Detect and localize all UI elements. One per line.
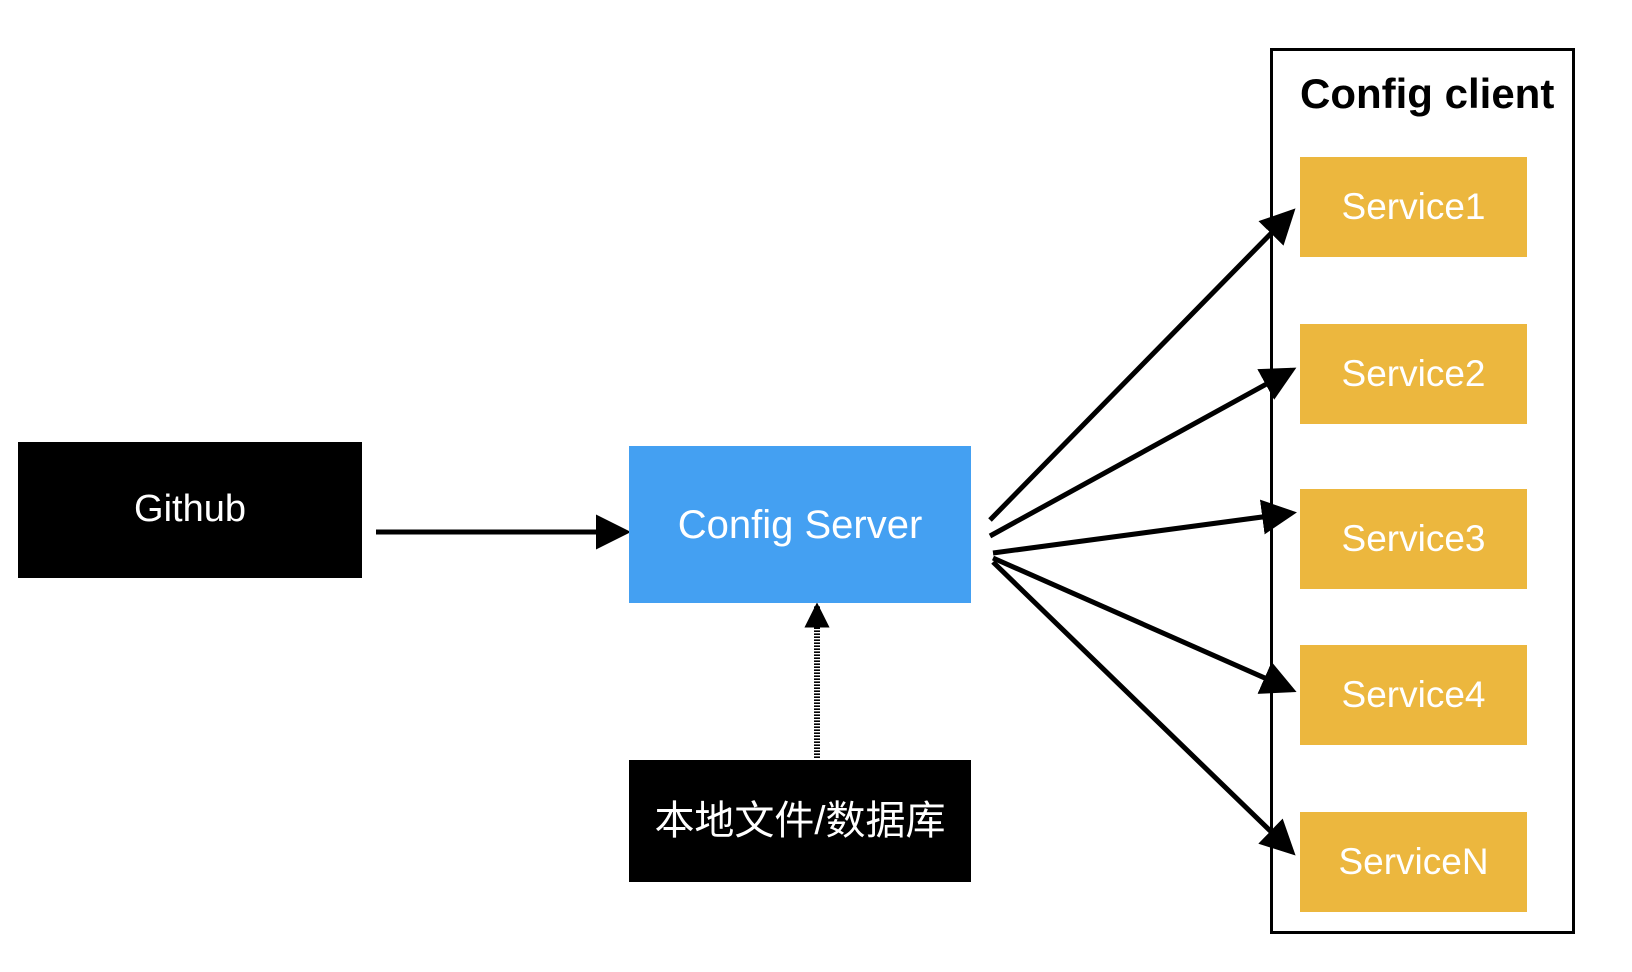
service-node-label: Service2 [1341, 352, 1486, 394]
service-node-2[interactable]: Service2 [1300, 324, 1527, 424]
config-client-panel-title: Config client [1300, 70, 1555, 117]
node-config-server[interactable]: Config Server [629, 446, 971, 603]
config-client-panel [1270, 48, 1575, 934]
node-config-server-label: Config Server [677, 502, 923, 547]
service-node-label: Service1 [1341, 185, 1486, 227]
node-local-source[interactable]: 本地文件/数据库 [629, 760, 971, 882]
config-server-to-service4 [991, 555, 1297, 694]
service-node-label: Service3 [1341, 517, 1486, 559]
service-node-4[interactable]: Service4 [1300, 645, 1527, 745]
config-server-to-service2 [988, 367, 1297, 539]
service-node-label: Service4 [1341, 673, 1486, 715]
node-github-label: Github [134, 488, 246, 531]
config-server-to-servicen [991, 560, 1296, 856]
node-local-source-label: 本地文件/数据库 [654, 799, 946, 843]
service-node-5[interactable]: ServiceN [1300, 812, 1527, 912]
service-node-label: ServiceN [1338, 840, 1489, 882]
service-node-3[interactable]: Service3 [1300, 489, 1527, 589]
service-node-1[interactable]: Service1 [1300, 157, 1527, 257]
config-server-to-service3 [992, 499, 1297, 556]
node-github[interactable]: Github [18, 442, 362, 578]
config-server-to-service1 [988, 208, 1296, 522]
